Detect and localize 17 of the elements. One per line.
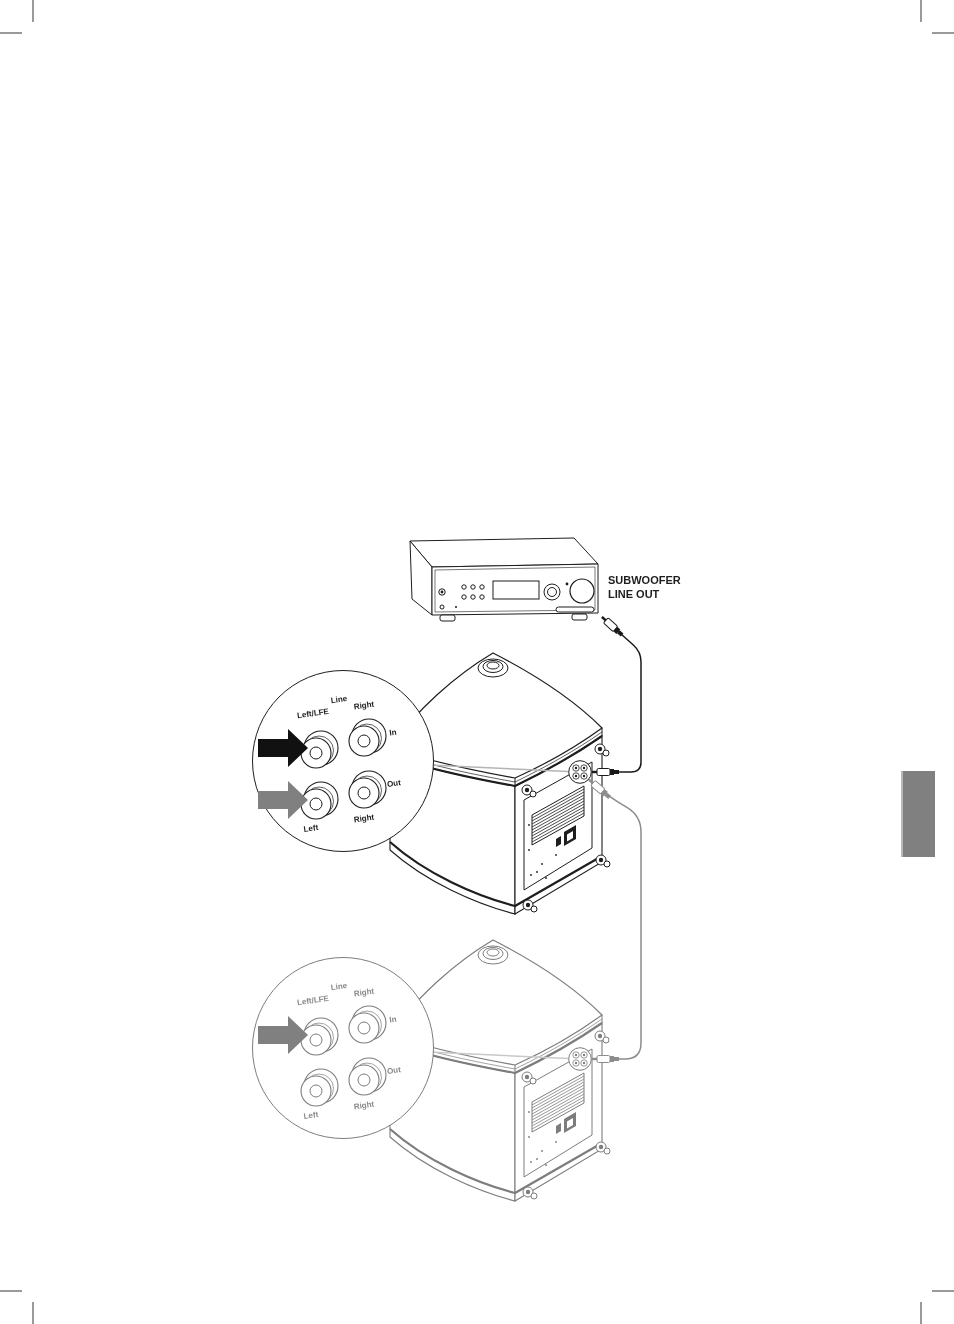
- jack-label: In: [388, 1014, 398, 1026]
- jack-label: Left/LFE: [296, 993, 330, 1009]
- jack-panel: [568, 760, 592, 784]
- jack-label: Left/LFE: [296, 706, 330, 722]
- jack-label: Right: [353, 986, 375, 1000]
- jack-label: Out: [386, 1065, 402, 1077]
- jack-label: Out: [386, 778, 402, 790]
- jack-label: Right: [353, 699, 375, 713]
- jack-label: Left: [303, 823, 319, 835]
- jack-label: Left: [303, 1110, 319, 1122]
- jack-label: Line: [330, 980, 348, 994]
- jack-label: In: [388, 727, 398, 739]
- jack-label: Right: [353, 1099, 375, 1113]
- jack-panel: [568, 1047, 592, 1071]
- jack-label: Right: [353, 812, 375, 826]
- jack-label: Line: [330, 693, 348, 707]
- output-label: SUBWOOFER LINE OUT: [608, 573, 682, 601]
